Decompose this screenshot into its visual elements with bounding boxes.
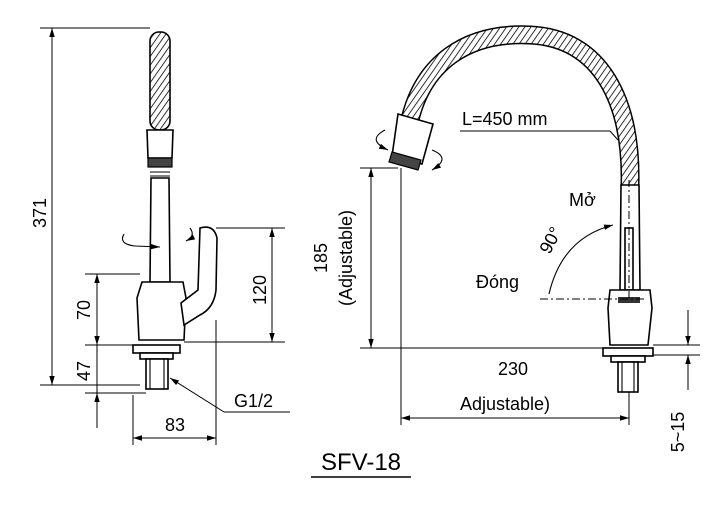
thread-label: G1/2 [234, 391, 273, 411]
lever-handle-front [180, 226, 218, 327]
spray-nozzle-front [147, 157, 173, 168]
model-title: SFV-18 [321, 449, 401, 476]
dimension-185-label: 185 [311, 243, 331, 273]
dimension-230-sublabel: Adjustable) [460, 394, 550, 414]
base-plate-front [132, 344, 181, 354]
dimension-83-label: 83 [165, 415, 185, 435]
dimension-371-label: 371 [30, 198, 50, 228]
rotation-arrow-front [121, 233, 161, 250]
base-ring-side [610, 355, 646, 363]
dimension-47-label: 47 [74, 361, 94, 381]
threaded-shank-front [145, 358, 169, 390]
hose-front [149, 31, 171, 131]
right-view: 90° Mở Đóng L=450 mm 185 (Adjustable) 23… [311, 25, 700, 453]
base-plate-side [602, 347, 654, 357]
rotation-arrow-side-2 [431, 149, 443, 171]
dimension-185-sublabel: (Adjustable) [336, 210, 356, 306]
thread-leader [169, 377, 225, 413]
dimension-120-label: 120 [250, 275, 270, 305]
faucet-body-front [136, 281, 187, 341]
handle-angle-arc [548, 224, 614, 295]
hose-side [399, 26, 639, 186]
hose-length-label: L=450 mm [462, 109, 548, 129]
threaded-shank-side [617, 361, 639, 393]
deck-range-label: 5~15 [668, 412, 688, 453]
spout-tube-front [149, 177, 171, 283]
angle-label: 90° [535, 223, 565, 256]
dimension-230-label: 230 [498, 359, 528, 379]
body-mark [618, 297, 640, 303]
rotation-arrow-front-2 [185, 227, 196, 242]
base-ring-front [139, 352, 174, 360]
rotation-arrow-side [375, 129, 389, 151]
left-view: 371 70 47 120 83 G1/2 [30, 27, 290, 445]
close-label: Đóng [476, 272, 519, 292]
faucet-body-side [607, 289, 653, 346]
spray-head-side [391, 112, 434, 165]
spray-nozzle-side [388, 151, 422, 171]
dimension-70-label: 70 [74, 300, 94, 320]
spray-head-front [146, 129, 174, 159]
open-label: Mở [569, 190, 596, 210]
